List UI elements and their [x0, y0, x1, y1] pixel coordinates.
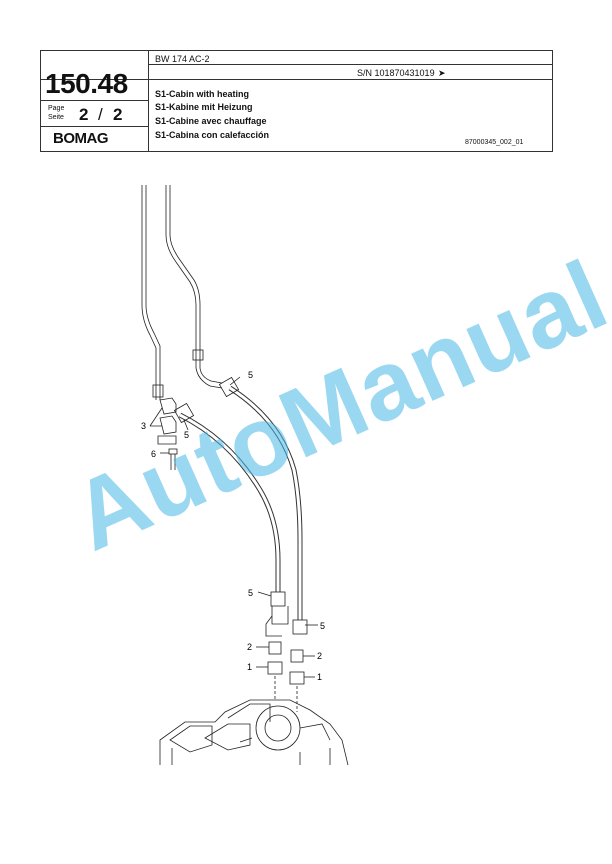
- title-en: S1-Cabin with heating: [155, 89, 250, 99]
- fitting-left: [267, 661, 283, 675]
- header-rule: [41, 126, 148, 127]
- pump-pulley-hub: [264, 714, 292, 742]
- callout-2-right: 2: [317, 651, 322, 661]
- pipe-joint: [192, 349, 204, 361]
- callout-5-mid: 5: [184, 430, 189, 440]
- pipe-joint: [152, 384, 164, 398]
- callout-3: 3: [141, 421, 146, 431]
- clamp: [159, 415, 177, 435]
- callout-5-right: 5: [320, 621, 325, 631]
- clamp: [159, 397, 177, 415]
- brand-logo: BOMAG: [53, 130, 109, 147]
- pipe-bend: [195, 367, 223, 389]
- elbow-fitting: [265, 615, 282, 637]
- leader: [257, 591, 272, 597]
- callout-2-left: 2: [247, 642, 252, 652]
- pump-detail: [239, 723, 331, 743]
- callout-5-left: 5: [248, 588, 253, 598]
- hose-fitting: [292, 619, 308, 635]
- bolt-shank: [170, 454, 176, 470]
- leader: [229, 376, 241, 386]
- leader: [183, 419, 189, 431]
- fitting-right: [289, 671, 305, 685]
- header-block: 150.48 Page Seite 2 / 2 BOMAG BW 174 AC-…: [40, 50, 553, 152]
- header-rule: [148, 64, 553, 65]
- callout-1-right: 1: [317, 672, 322, 682]
- pipe-left-a: [141, 185, 157, 400]
- page-label-en: Page: [48, 105, 65, 112]
- serial-arrow: ➤: [438, 68, 446, 78]
- page-label-de: Seite: [48, 114, 64, 121]
- leader: [149, 407, 163, 427]
- hose-fitting: [173, 402, 195, 424]
- hose-left-inner: [179, 413, 280, 592]
- hose-fitting: [218, 376, 240, 398]
- pump-block: [169, 725, 213, 753]
- pipe-left-b: [145, 185, 161, 400]
- pump-detail: [171, 748, 331, 765]
- document-number: 87000345_002_01: [465, 139, 524, 146]
- clamp-base: [157, 435, 177, 445]
- center-line: [274, 676, 298, 712]
- hose-fitting: [270, 591, 286, 607]
- callout-5-top: 5: [248, 370, 253, 380]
- serial-number: S/N 101870431019: [357, 68, 435, 78]
- page-current: 2: [79, 105, 89, 124]
- title-fr: S1-Cabine avec chauffage: [155, 116, 267, 126]
- pipe-right-b: [169, 185, 201, 368]
- header-divider: [148, 51, 149, 151]
- header-rule: [41, 100, 148, 101]
- title-es: S1-Cabina con calefacción: [155, 130, 270, 140]
- page-total: 2: [113, 105, 123, 124]
- page-number: 150.48: [45, 68, 128, 99]
- pump-block: [204, 723, 251, 751]
- elbow-fitting: [271, 606, 289, 625]
- bolt-head: [168, 448, 178, 455]
- header-rule: [41, 79, 553, 80]
- pipe-right-a: [165, 185, 197, 368]
- adapter-left: [268, 641, 282, 655]
- hose-right-inner: [229, 386, 302, 620]
- pump-pulley: [255, 705, 301, 751]
- pump-body: [159, 699, 349, 766]
- title-de: S1-Kabine mit Heizung: [155, 102, 253, 112]
- adapter-right: [290, 649, 304, 663]
- pipe-bend: [199, 367, 223, 384]
- page-separator: /: [98, 105, 103, 124]
- callout-1-left: 1: [247, 662, 252, 672]
- pump-block: [227, 703, 271, 722]
- model-name: BW 174 AC-2: [155, 54, 210, 64]
- callout-6: 6: [151, 449, 156, 459]
